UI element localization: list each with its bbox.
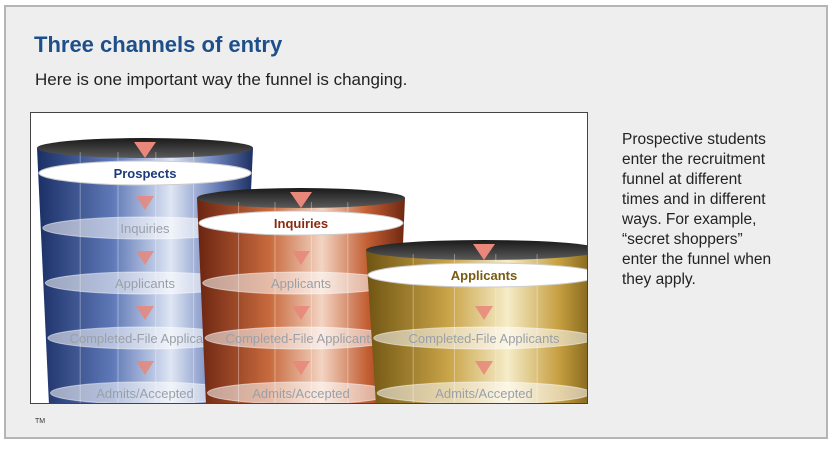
entry-oval xyxy=(198,210,404,236)
caption-line: funnel at different xyxy=(622,171,742,188)
flow-arrow xyxy=(475,361,493,375)
stage-label: Completed-File Applicants xyxy=(69,331,221,346)
caption-line: enter the funnel when xyxy=(622,251,772,268)
flow-arrow xyxy=(292,361,310,375)
stage-label: Completed-File Applicants xyxy=(408,331,560,346)
stage-label: Applicants xyxy=(271,276,331,291)
flow-arrow xyxy=(134,142,156,158)
trademark-mark: TM xyxy=(35,418,46,425)
flow-arrow xyxy=(136,306,154,320)
caption-line: Prospective students xyxy=(622,131,766,148)
stage-label: Admits/Accepted xyxy=(435,386,533,401)
flow-arrow xyxy=(136,361,154,375)
caption-line: ways. For example, xyxy=(622,211,757,228)
flow-arrow xyxy=(290,192,312,208)
entry-label: Prospects xyxy=(114,166,177,181)
caption-line: times and in different xyxy=(622,191,766,208)
stage-label: Completed-File Applicants xyxy=(225,331,377,346)
stage-label: Admits/Accepted xyxy=(252,386,350,401)
caption-line: “secret shoppers” xyxy=(622,231,743,248)
flow-arrow xyxy=(473,244,495,260)
funnel-body xyxy=(366,250,587,403)
funnel-body xyxy=(197,198,405,403)
caption-line: enter the recruitment xyxy=(622,151,766,168)
funnel-svg: ProspectsInquiriesApplicantsCompleted-Fi… xyxy=(37,138,587,403)
stage-oval xyxy=(376,381,587,403)
stage-label: Inquiries xyxy=(120,221,170,236)
flow-arrow xyxy=(292,251,310,265)
caption-text: Prospective students enter the recruitme… xyxy=(622,130,798,290)
flow-arrow xyxy=(292,306,310,320)
stage-oval xyxy=(373,326,587,350)
funnel-rim xyxy=(366,240,587,260)
stage-label: Admits/Accepted xyxy=(96,386,194,401)
entry-label: Applicants xyxy=(451,268,517,283)
flow-arrow xyxy=(136,196,154,210)
flow-arrow xyxy=(475,306,493,320)
entry-oval xyxy=(367,262,587,288)
entry-label: Inquiries xyxy=(274,216,328,231)
slide-subtitle: Here is one important way the funnel is … xyxy=(35,70,408,89)
entry-oval xyxy=(38,160,252,186)
slide-title: Three channels of entry xyxy=(34,32,283,57)
stage-label: Applicants xyxy=(115,276,175,291)
caption-line: they apply. xyxy=(622,271,696,288)
flow-arrow xyxy=(136,251,154,265)
